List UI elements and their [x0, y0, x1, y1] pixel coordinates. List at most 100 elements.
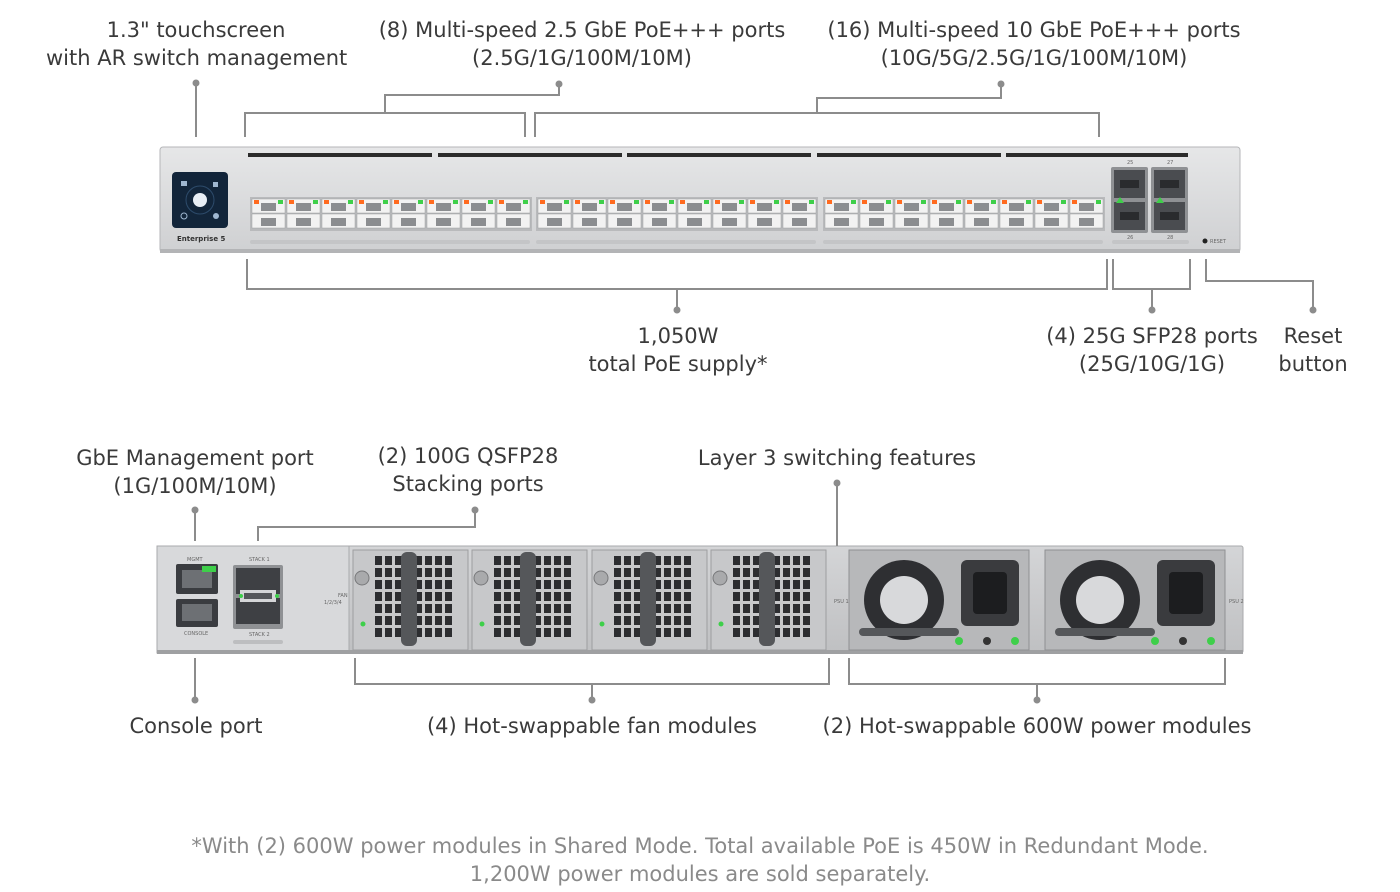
reset-button[interactable]	[1202, 238, 1208, 244]
fan-grille-cell	[494, 568, 501, 577]
console-port[interactable]	[176, 599, 218, 627]
port-led-orange	[897, 200, 902, 204]
footnote: *With (2) 600W power modules in Shared M…	[191, 834, 1209, 886]
rj45-jack	[617, 218, 632, 226]
psu-led	[1207, 637, 1215, 645]
port-led-green	[956, 200, 961, 204]
port-led-green	[313, 200, 318, 204]
fan-grille-cell	[395, 604, 402, 613]
port-led-green	[851, 200, 856, 204]
fan-grille-cell	[564, 556, 571, 565]
sfp-num-28: 28	[1167, 235, 1173, 241]
port-led-orange	[429, 200, 434, 204]
fan-grille-cell	[684, 616, 691, 625]
qsfp-stack-ports[interactable]	[233, 565, 283, 629]
fan-grille-cell	[445, 592, 452, 601]
psu-handle	[859, 628, 959, 636]
fan-grille-cell	[504, 616, 511, 625]
port-led-orange	[932, 200, 937, 204]
rj45-jack	[506, 203, 521, 211]
fan-grille-cell	[773, 568, 780, 577]
port-led-orange	[645, 200, 650, 204]
fan-grille-cell	[554, 616, 561, 625]
port-led-orange	[967, 200, 972, 204]
fan-grille-cell	[514, 604, 521, 613]
rj45-jack	[652, 203, 667, 211]
psu-led	[955, 637, 963, 645]
fan-grille-cell	[375, 604, 382, 613]
fan-grille-cell	[654, 580, 661, 589]
fan-grille-cell	[614, 568, 621, 577]
fan-grille-cell	[385, 616, 392, 625]
fan-grille-cell	[674, 616, 681, 625]
fan-grille-cell	[395, 616, 402, 625]
fan-grille-cell	[385, 628, 392, 637]
port-led-orange	[610, 200, 615, 204]
fan-grille-cell	[803, 556, 810, 565]
fan-grille-cell	[733, 628, 740, 637]
port-led-orange	[394, 200, 399, 204]
fan-grille-cell	[435, 616, 442, 625]
stack1-text: STACK 1	[249, 557, 270, 563]
fan-grille-cell	[803, 568, 810, 577]
fan-grille-cell	[385, 556, 392, 565]
port-led-orange	[324, 200, 329, 204]
rj45-jack	[506, 218, 521, 226]
rj45-jack	[366, 203, 381, 211]
fan-grille-cell	[773, 616, 780, 625]
layer3-label: Layer 3 switching features	[697, 446, 977, 470]
fan-grille-cell	[534, 628, 541, 637]
fan-grille-cell	[733, 556, 740, 565]
port-led-orange	[289, 200, 294, 204]
rj45-jack	[261, 203, 276, 211]
fan-text: FAN	[338, 593, 348, 599]
rj45-jack	[722, 203, 737, 211]
rj45-jack	[471, 203, 486, 211]
rj45-jack	[792, 203, 807, 211]
port-led-orange	[715, 200, 720, 204]
rj45-jack	[547, 203, 562, 211]
callout-ports-2-5g	[244, 80, 563, 137]
fan-grille-cell	[674, 628, 681, 637]
fan-grille-cell	[614, 580, 621, 589]
port-led-green	[1026, 200, 1031, 204]
fan-grille-cell	[664, 568, 671, 577]
rj45-jack	[1009, 203, 1024, 211]
fan-grille-cell	[504, 556, 511, 565]
fan-grille-cell	[504, 580, 511, 589]
mgmt-port[interactable]	[176, 564, 218, 594]
fan-grille-cell	[534, 568, 541, 577]
fan-grille-cell	[534, 556, 541, 565]
touchscreen[interactable]	[172, 172, 228, 228]
fan-grille-cell	[634, 628, 641, 637]
fan-grille-cell	[395, 580, 402, 589]
port-group-bars	[250, 240, 1189, 244]
fan-grille-cell	[674, 592, 681, 601]
mgmt-text: MGMT	[187, 557, 204, 563]
fan-grille-cell	[425, 628, 432, 637]
fan-grille-cell	[783, 556, 790, 565]
fan-grille-cell	[435, 580, 442, 589]
fan-grille-cell	[544, 556, 551, 565]
port-led-green	[278, 200, 283, 204]
fan-grille-cell	[544, 604, 551, 613]
rj45-jack	[869, 203, 884, 211]
fan-grille-cell	[634, 616, 641, 625]
callout-console	[191, 658, 199, 704]
fan-grille-cell	[793, 628, 800, 637]
fan-grille-cell	[534, 604, 541, 613]
port-led-green	[599, 200, 604, 204]
fan-grille-cell	[415, 592, 422, 601]
fan-grille-cell	[614, 628, 621, 637]
fan-grille-cell	[783, 616, 790, 625]
fan-grille-cell	[614, 592, 621, 601]
fan-grille-cell	[375, 568, 382, 577]
fan-grille-cell	[494, 556, 501, 565]
port-led-green	[488, 200, 493, 204]
fan-grille-cell	[733, 616, 740, 625]
port-led-orange	[750, 200, 755, 204]
psu-fan-hub	[880, 576, 928, 624]
rj45-jack	[974, 218, 989, 226]
fan-handle	[640, 552, 656, 646]
fan-grille-cell	[664, 556, 671, 565]
